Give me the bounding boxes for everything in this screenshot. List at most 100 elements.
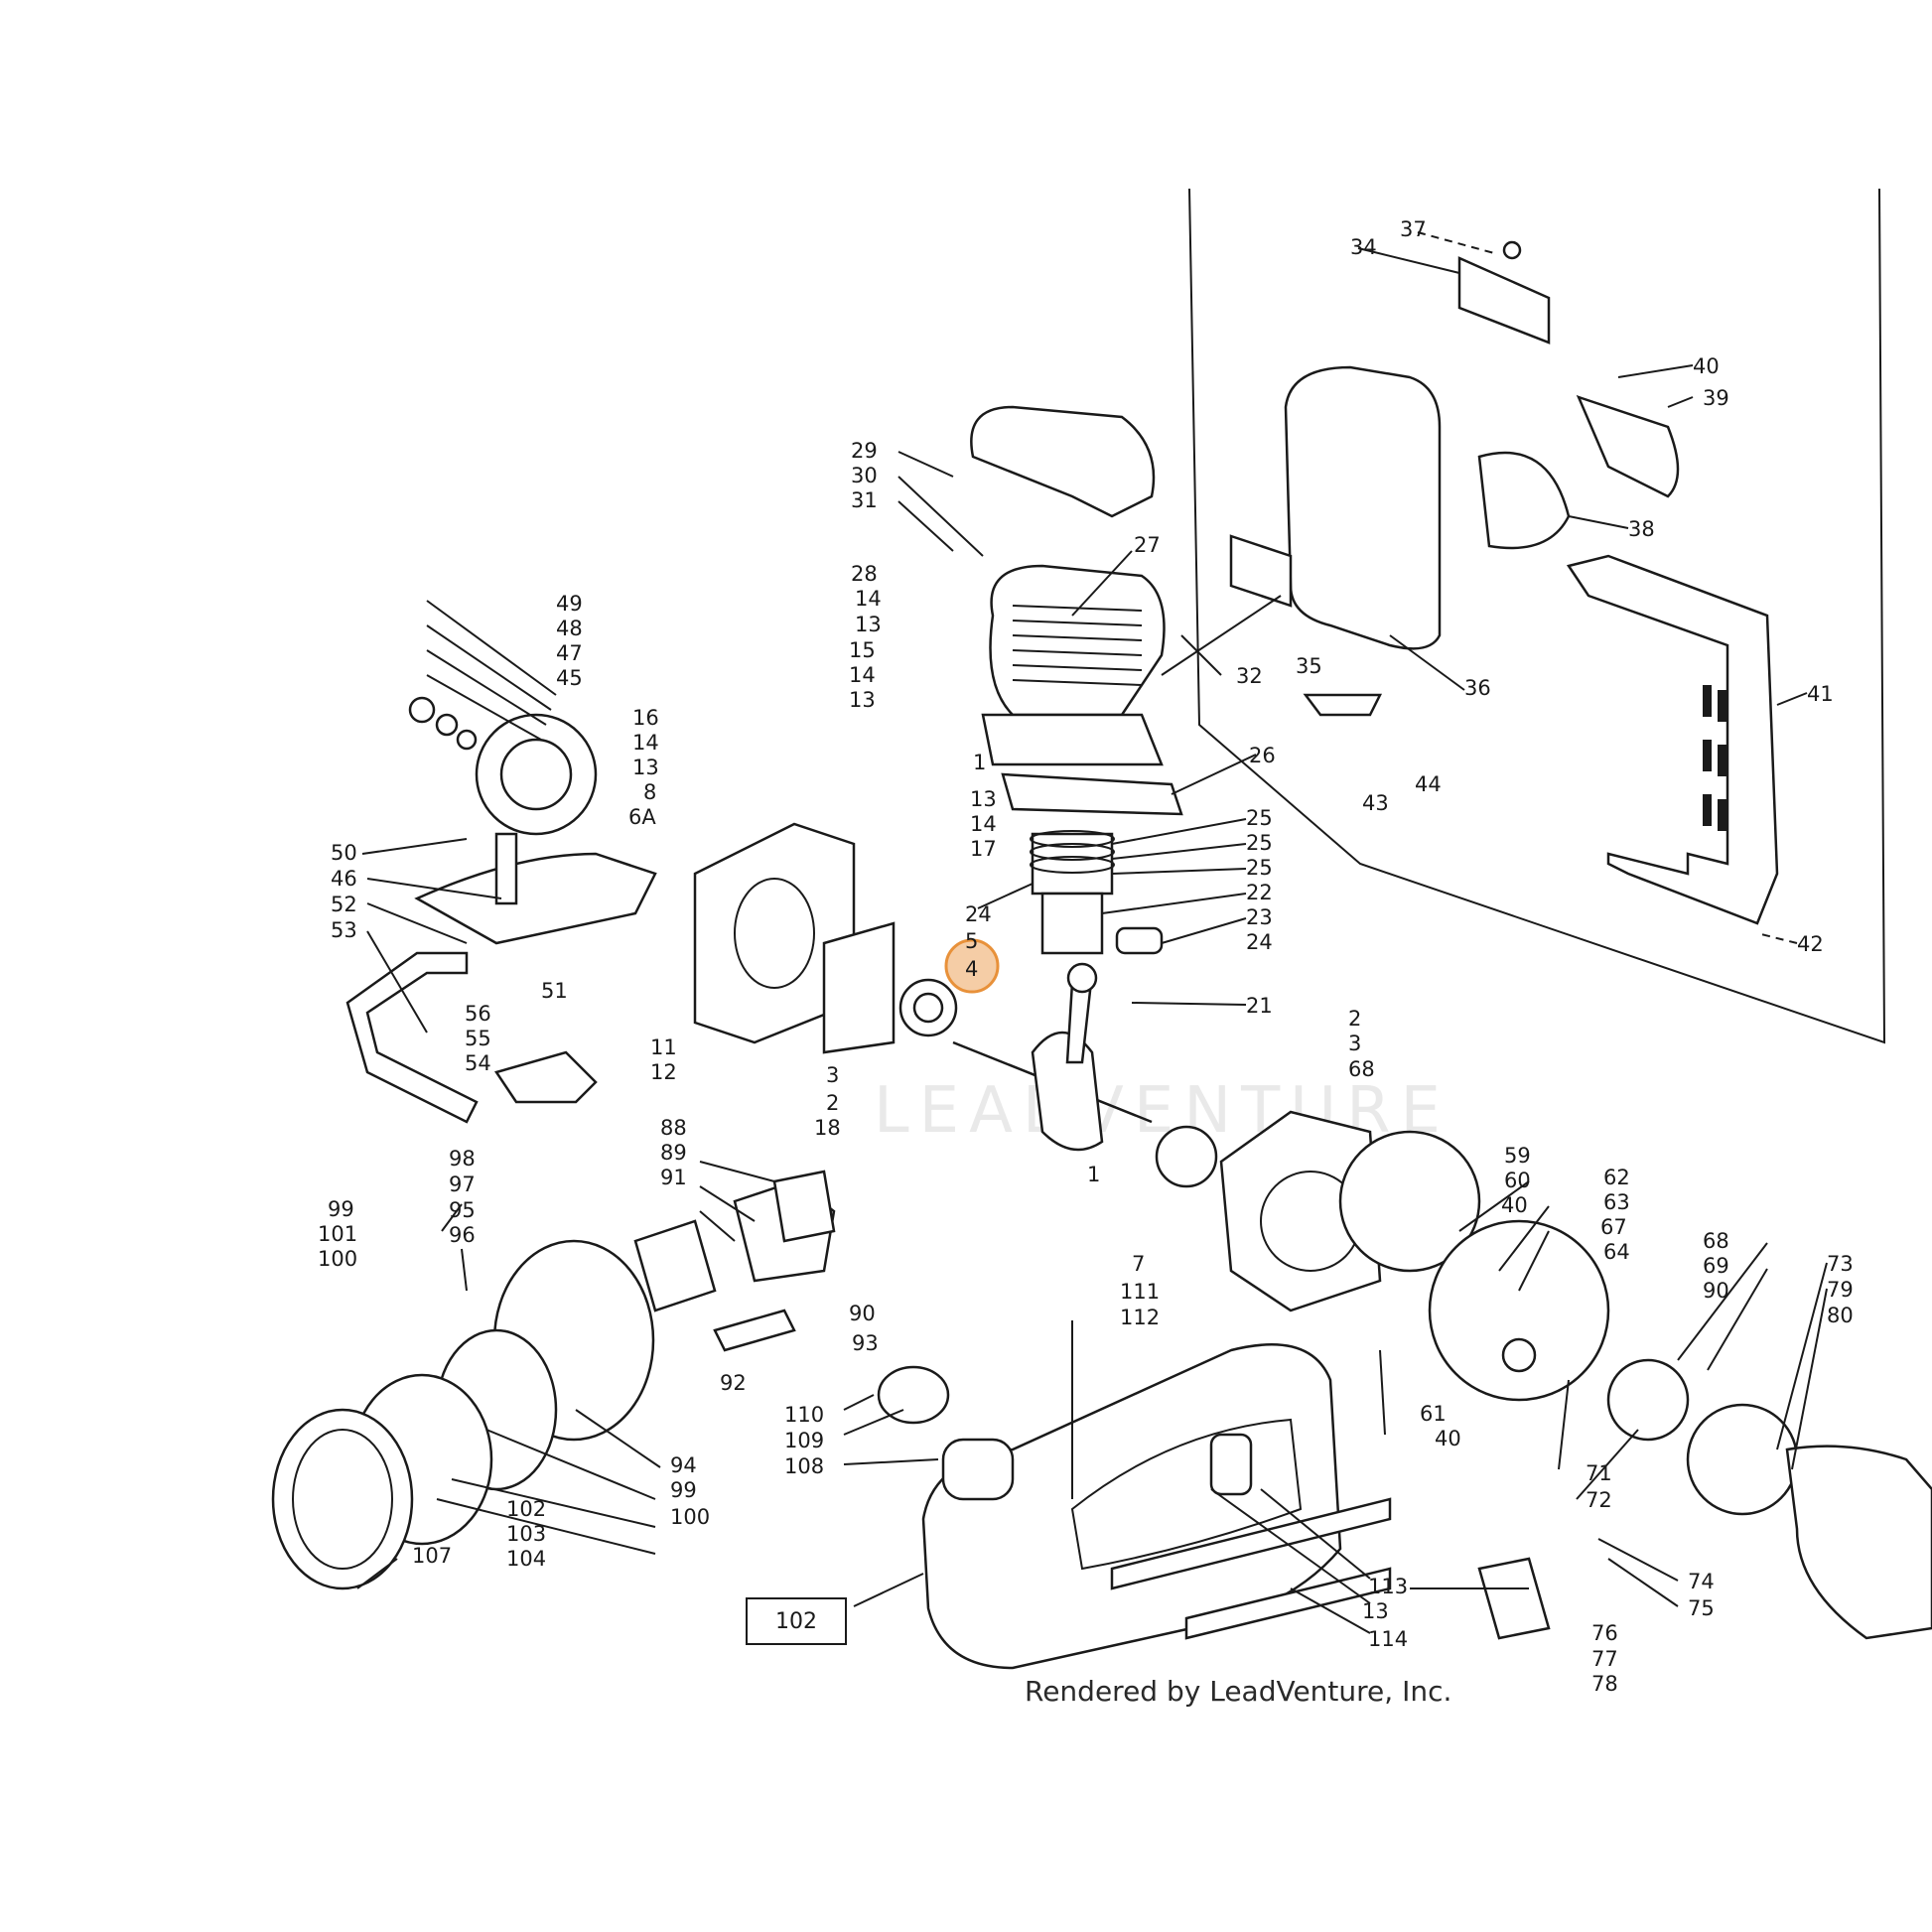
callout-32: 32 [1236,664,1263,688]
callout-95: 95 [449,1198,476,1222]
callout-69: 69 [1703,1254,1729,1278]
leader-lines [356,231,1828,1634]
callout-4: 4 [965,957,978,981]
callout-59: 59 [1504,1144,1531,1168]
callout-104: 107 [412,1544,452,1568]
air-filter-group [345,696,657,1124]
callout-24b: 24 [1246,930,1273,954]
callout-31: 31 [851,488,878,512]
cylinder-assembly [970,405,1282,955]
callout-7: 7 [1132,1252,1145,1276]
callout-76: 76 [1591,1621,1618,1645]
callout-2: 2 [826,1091,839,1115]
callout-39: 39 [1703,386,1729,410]
callout-labels: 1 1 2 2 3 3 4 5 6A 7 8 11 12 13 13 13 13… [318,217,1854,1696]
callout-54: 54 [465,1051,491,1075]
callout-100a: 100 [318,1247,357,1271]
crankcase-left [693,822,958,1054]
callout-109: 109 [784,1429,824,1452]
callout-51: 51 [541,979,568,1003]
callout-61: 61 [1420,1402,1447,1426]
crankcase-right [1155,1110,1932,1640]
callout-26: 26 [1249,744,1276,767]
callout-37: 37 [1400,217,1427,241]
callout-62: 62 [1603,1166,1630,1189]
callout-92: 92 [720,1371,747,1395]
callout-100b: 100 [670,1505,710,1529]
callout-3b: 3 [1348,1032,1361,1055]
callout-3: 3 [826,1063,839,1087]
muffler-assembly [1229,240,1779,925]
callout-107-box: 102 [746,1597,847,1645]
callout-97: 97 [449,1173,476,1196]
callout-18: 18 [814,1116,841,1140]
callout-91: 91 [660,1166,687,1189]
callout-15: 15 [849,638,876,662]
callout-103: 104 [506,1547,546,1571]
callout-46: 46 [331,867,357,891]
callout-43: 43 [1362,791,1389,815]
callout-40a: 40 [1693,354,1720,378]
callout-99b: 99 [670,1478,697,1502]
callout-34: 34 [1350,235,1377,259]
callout-71: 71 [1586,1461,1612,1485]
callout-35: 35 [1296,654,1322,678]
callout-60: 60 [1504,1169,1531,1192]
caption: Rendered by LeadVenture, Inc. [1025,1675,1451,1708]
callout-13b: 13 [849,688,876,712]
callout-40c: 40 [1435,1427,1461,1450]
callout-77: 77 [1591,1647,1618,1671]
callout-13e: 13 [1362,1599,1389,1623]
callout-73: 73 [1827,1252,1854,1276]
callout-113: 113 [1368,1575,1408,1598]
callout-12: 12 [650,1060,677,1084]
callout-74: 74 [1688,1570,1715,1593]
callout-68a: 68 [1348,1057,1375,1081]
callout-89: 89 [660,1141,687,1165]
callout-27: 27 [1134,533,1161,557]
callout-42: 42 [1797,932,1824,956]
callout-13a: 13 [855,613,882,636]
callout-29: 29 [851,439,878,463]
callout-28: 28 [851,562,878,586]
callout-107: 102 [775,1609,817,1634]
callout-96: 96 [449,1223,476,1247]
callout-50: 50 [331,841,357,865]
callout-1: 1 [1087,1163,1100,1186]
callout-98: 98 [449,1147,476,1171]
callout-16: 16 [632,706,659,730]
callout-21: 21 [1246,994,1273,1018]
callout-14c: 14 [632,731,659,755]
callout-25c: 25 [1246,856,1273,880]
callout-63: 63 [1603,1190,1630,1214]
callout-30: 30 [851,464,878,487]
callout-23: 23 [1246,905,1273,929]
callout-90b: 90 [1703,1279,1729,1303]
callout-53: 53 [331,918,357,942]
callout-14a: 14 [855,587,882,611]
callout-78: 78 [1591,1672,1618,1696]
callout-14d: 14 [970,812,997,836]
callout-102a: 102 [506,1497,546,1521]
callout-80: 80 [1827,1304,1854,1327]
callout-111: 111 [1120,1280,1160,1304]
callout-47: 47 [556,641,583,665]
callout-64: 64 [1603,1240,1630,1264]
callout-108: 108 [784,1454,824,1478]
callout-44: 44 [1415,772,1442,796]
callout-5: 5 [965,929,978,953]
callout-17: 17 [970,837,997,861]
callout-24a: 24 [965,902,992,926]
callout-56: 56 [465,1002,491,1026]
callout-93: 93 [852,1331,879,1355]
callout-13d: 13 [970,787,997,811]
callout-75: 75 [1688,1596,1715,1620]
callout-11: 11 [650,1035,677,1059]
starter-housing [271,1239,655,1590]
callout-90a: 90 [849,1302,876,1325]
callout-110: 110 [784,1403,824,1427]
callout-8: 8 [643,780,656,804]
callout-22: 22 [1246,881,1273,904]
fuel-tank [877,1320,1392,1670]
